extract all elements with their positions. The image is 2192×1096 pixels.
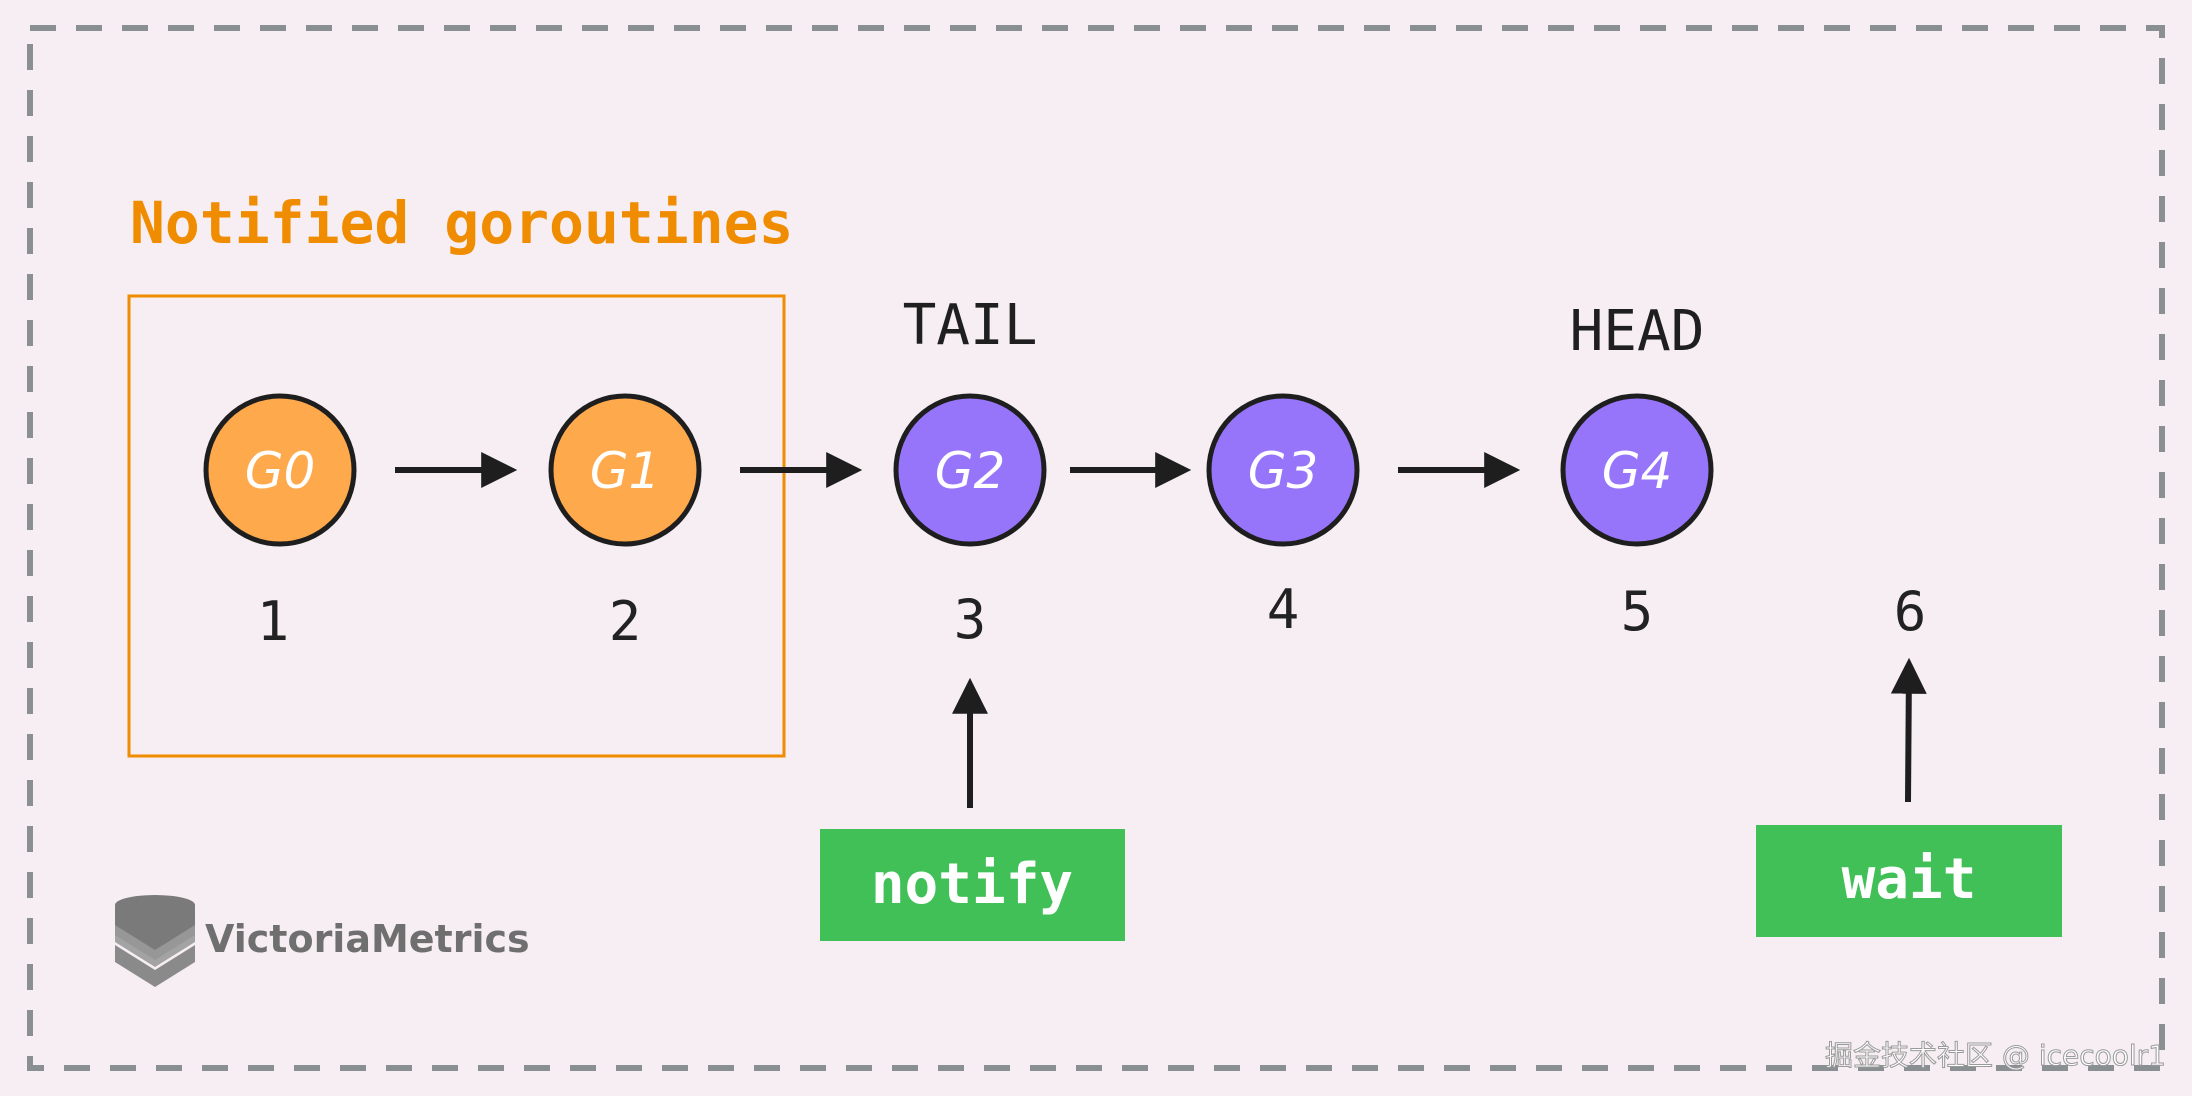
goroutine-node-g4-label: G4	[1602, 442, 1673, 500]
dashed-frame	[27, 25, 2165, 1071]
goroutine-node-g3-label: G3	[1248, 442, 1319, 500]
victoriametrics-logo: VictoriaMetrics	[115, 895, 530, 987]
goroutine-node-g3: G3	[1206, 393, 1360, 547]
goroutine-node-g2-circle	[893, 393, 1047, 547]
goroutine-node-g3-circle	[1206, 393, 1360, 547]
goroutine-node-g0-circle	[203, 393, 357, 547]
goroutine-node-g2-label: G2	[935, 442, 1006, 500]
victoriametrics-logo-text: VictoriaMetrics	[205, 917, 530, 961]
wait-operation: wait	[1756, 825, 2062, 937]
notified-group-box	[127, 294, 786, 758]
ticket-index-4: 4	[1267, 578, 1300, 641]
goroutine-node-g1-circle	[548, 393, 702, 547]
notify-operation: notify	[820, 829, 1125, 941]
wait-operation-box	[1756, 825, 2062, 937]
goroutine-node-g0: G0	[203, 393, 357, 547]
notify-operation-box	[820, 829, 1125, 941]
goroutine-node-g1-label: G1	[590, 442, 661, 500]
ticket-index-3: 3	[954, 588, 987, 651]
notify-operation-label: notify	[871, 852, 1073, 917]
victoriametrics-logo-icon	[115, 895, 195, 987]
goroutine-node-g2: G2	[893, 393, 1047, 547]
goroutine-node-g0-label: G0	[245, 442, 316, 500]
ticket-index-5: 5	[1621, 580, 1654, 643]
head-label: HEAD	[1570, 299, 1705, 364]
goroutine-node-g4-circle	[1560, 393, 1714, 547]
tail-label: TAIL	[903, 293, 1038, 358]
goroutine-node-g4: G4	[1560, 393, 1714, 547]
ticket-index-1: 1	[257, 590, 290, 653]
ticket-index-6: 6	[1894, 580, 1927, 643]
notified-group-title: Notified goroutines	[130, 189, 793, 257]
watermark-text: 掘金技术社区 @ icecoolr1	[1825, 1039, 2166, 1072]
ticket-index-2: 2	[609, 590, 642, 653]
wait-pointer-arrow	[1890, 657, 1927, 803]
wait-operation-label: wait	[1842, 847, 1977, 912]
goroutine-node-g1: G1	[548, 393, 702, 547]
